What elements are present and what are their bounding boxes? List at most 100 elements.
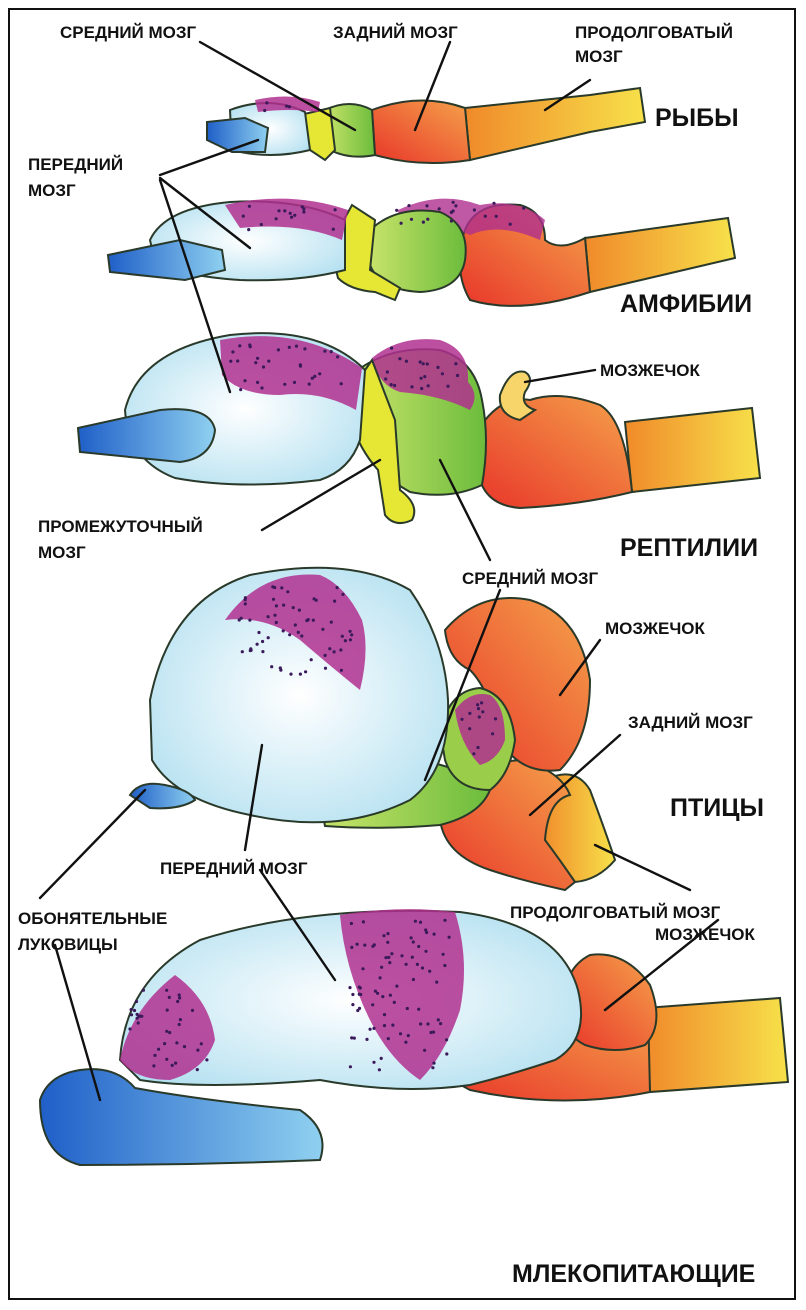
cortex-dot [328,647,331,650]
cortex-dot [263,109,266,112]
cortex-dot [339,648,342,651]
cortex-dot [450,219,453,222]
cortex-dot [351,1003,354,1006]
cortex-dot [384,956,387,959]
cortex-dot [435,981,438,984]
cortex-dot [249,647,252,650]
cortex-dot [130,1008,133,1011]
cortex-dot [248,619,251,622]
cortex-dot [261,650,264,653]
cortex-dot [183,1045,186,1048]
cortex-dot [307,618,310,621]
cortex-dot [168,1031,171,1034]
cortex-dot [297,631,300,634]
cortex-dot [128,1027,131,1030]
cortex-dot [288,633,291,636]
label-diencephalon-1: ПРОМЕЖУТОЧНЫЙ [38,517,203,536]
cortex-dot [336,586,339,589]
cortex-dot [383,1013,386,1016]
cortex-dot [400,954,403,957]
cortex-dot [302,207,305,210]
cortex-dot [330,350,333,353]
cortex-dot [491,732,494,735]
cortex-dot [443,964,446,967]
cortex-dot [261,640,264,643]
cortex-dot [315,599,318,602]
cortex-dot [174,1062,177,1065]
cortex-dot [295,345,298,348]
cortex-dot [416,963,419,966]
cortex-dot [341,635,344,638]
cortex-dot [384,377,387,380]
cortex-dot [420,377,423,380]
cortex-dot [379,976,382,979]
cortex-dot [477,707,480,710]
cortex-dot [280,586,283,589]
cortex-dot [446,385,449,388]
label-hindbrain-top: ЗАДНИЙ МОЗГ [333,23,458,42]
cortex-dot [442,953,445,956]
cortex-dot [426,1022,429,1025]
cortex-dot [229,360,232,363]
cortex-dot [312,619,315,622]
cortex-dot [176,1000,179,1003]
cortex-dot [157,1048,160,1051]
mammal-brain [40,909,788,1165]
cortex-dot [256,357,259,360]
cortex-dot [300,634,303,637]
cortex-dot [273,614,276,617]
cortex-dot [452,201,455,204]
cortex-dot [387,956,390,959]
label-cerebellum-mammal: МОЗЖЕЧОК [655,925,755,944]
label-forebrain-top-1: ПЕРЕДНИЙ [28,155,123,174]
cortex-dot [414,920,417,923]
cortex-dot [419,921,422,924]
cortex-dot [426,218,429,221]
cortex-dot [441,372,444,375]
label-midbrain-bird: СРЕДНИЙ МОЗГ [462,569,599,588]
cortex-dot [262,365,265,368]
cortex-dot [427,384,430,387]
cortex-dot [303,347,306,350]
cortex-dot [288,346,291,349]
cortex-dot [395,209,398,212]
cortex-dot [439,1022,442,1025]
cortex-dot [191,1009,194,1012]
cortex-dot [365,1038,368,1041]
cortex-dot [436,366,439,369]
cortex-dot [321,628,324,631]
reptile-hindbrain [478,396,632,508]
cortex-dot [348,986,351,989]
cortex-dot [390,347,393,350]
cortex-dot [372,1061,375,1064]
cortex-dot [166,1009,169,1012]
cortex-dot [388,961,391,964]
cortex-dot [196,1068,199,1071]
cortex-dot [481,710,484,713]
cortex-dot [236,359,239,362]
cortex-dot [277,209,280,212]
cortex-dot [135,1000,138,1003]
cortex-dot [290,216,293,219]
cortex-dot [410,218,413,221]
cortex-dot [272,598,275,601]
cortex-dot [509,223,512,226]
cortex-dot [200,1042,203,1045]
cortex-dot [425,204,428,207]
cortex-dot [260,223,263,226]
cortex-dot [294,623,297,626]
cortex-dot [171,1064,174,1067]
cortex-dot [456,374,459,377]
cortex-dot [152,1064,155,1067]
cortex-dot [292,606,295,609]
cortex-dot [140,1015,143,1018]
cortex-dot [267,636,270,639]
cortex-dot [410,936,413,939]
cortex-dot [244,602,247,605]
cortex-dot [472,752,475,755]
amphibian-medulla [585,218,735,292]
cortex-dot [349,630,352,633]
cortex-dot [425,931,428,934]
cortex-dot [334,208,337,211]
cortex-dot [361,967,364,970]
